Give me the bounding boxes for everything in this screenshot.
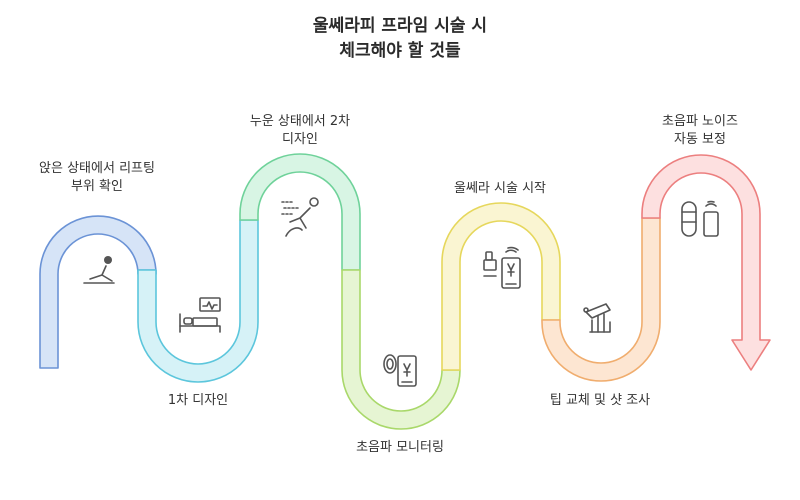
step-label-5: 울쎄라 시술 시작 [454,181,546,196]
step-label-2: 1차 디자인 [167,393,229,408]
title-line-2: 체크해야 할 것들 [339,41,461,61]
ultrasound-phone-icon [383,354,417,387]
flow-segment-2 [137,219,259,383]
step-label-4: 초음파 모니터링 [356,440,444,455]
ultherapy-device-icon [483,246,521,289]
flow-segment-3 [239,153,361,271]
flow-segment-5 [441,202,561,371]
diagram-title: 울쎄라피 프라임 시술 시 체크해야 할 것들 [0,14,800,64]
noise-correction-icon [681,200,719,237]
step-label-3: 누운 상태에서 2차 디자인 [249,114,351,147]
patient-bed-monitor-icon [179,297,221,333]
flow-segment-6 [541,217,661,382]
hand-tip-icon [583,303,611,333]
step-label-1: 앉은 상태에서 리프팅 부위 확인 [39,161,155,194]
person-sitting-icon [83,256,115,284]
step-label-6: 팁 교체 및 샷 조사 [549,393,651,408]
flow-segment-7 [641,154,771,371]
title-line-1: 울쎄라피 프라임 시술 시 [312,16,488,36]
reclining-person-icon [281,197,319,237]
step-label-7: 초음파 노이즈 자동 보정 [662,114,738,147]
